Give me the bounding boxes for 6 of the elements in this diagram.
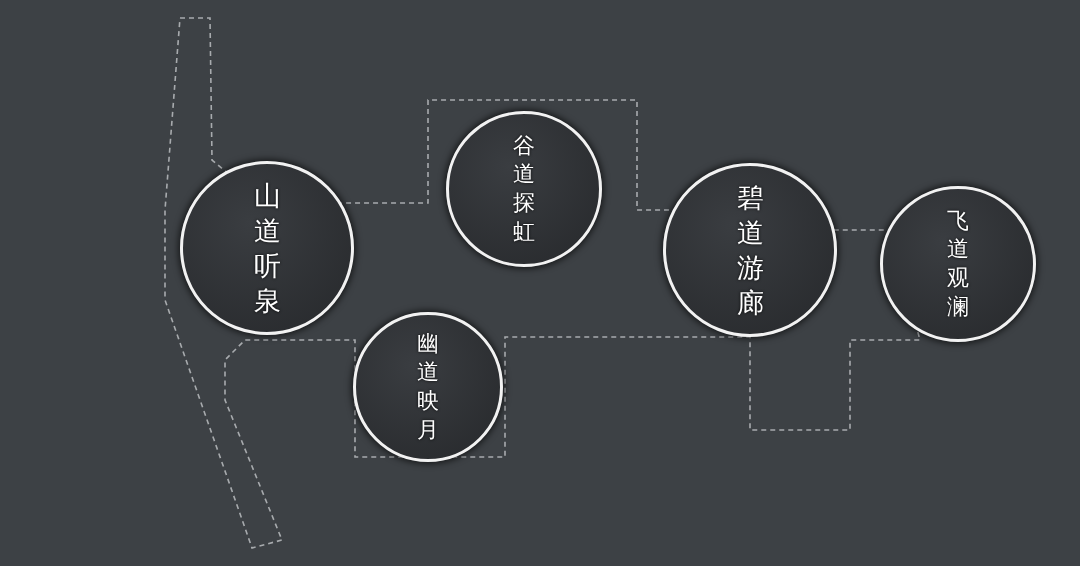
circle-node (353, 312, 503, 462)
vertical-label: 飞道观澜 (947, 206, 969, 321)
vertical-label: 谷道探虹 (513, 131, 535, 246)
vertical-label: 碧道游廊 (736, 180, 764, 321)
vertical-label: 山道听泉 (253, 178, 281, 319)
vertical-label: 幽道映月 (417, 329, 439, 444)
